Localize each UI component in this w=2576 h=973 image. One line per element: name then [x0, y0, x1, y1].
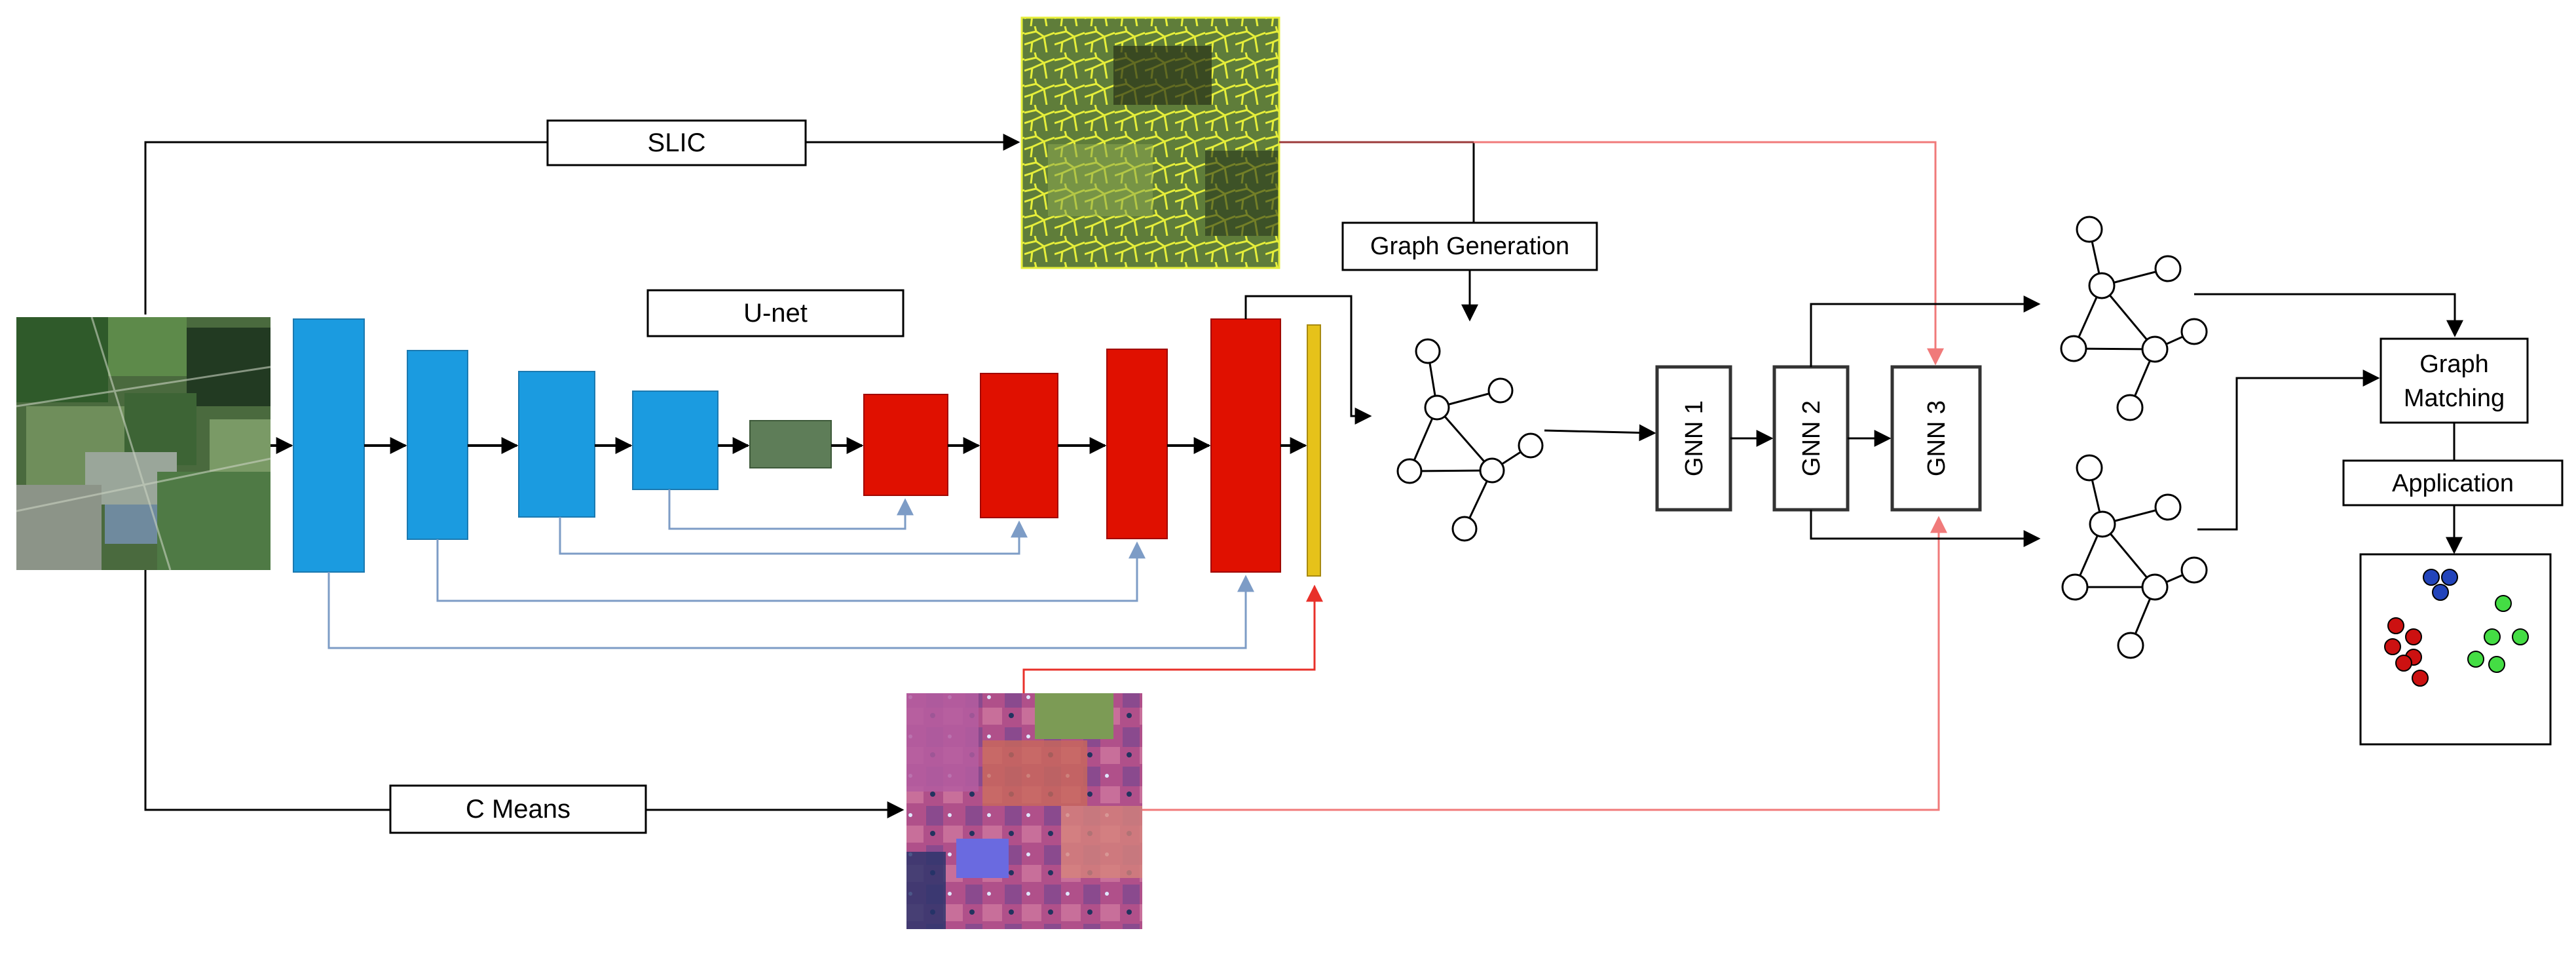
encoder-block-4	[632, 391, 719, 490]
top-graph-to-matching-arrow	[2194, 293, 2463, 337]
red-cluster-dot	[2412, 670, 2429, 687]
green-cluster-dot	[2495, 595, 2512, 612]
gnn3-box	[1890, 365, 1982, 512]
gnn2-to-top-graph-arrow	[1810, 296, 2041, 367]
red-cluster-dot	[2387, 617, 2404, 634]
cmeans-arrow	[144, 570, 905, 818]
unet-label: U-net	[743, 299, 808, 328]
bottom-output-graph-icon	[2061, 454, 2208, 659]
encoder-block-3	[518, 371, 595, 518]
green-cluster-dot	[2484, 628, 2501, 645]
slic-arrow	[144, 134, 1020, 315]
green-cluster-dot	[2467, 651, 2484, 668]
bottleneck-block	[749, 420, 832, 468]
encoder-block-1	[293, 318, 365, 573]
slic-label: SLIC	[648, 128, 706, 157]
gnn1-label: GNN 1	[1681, 400, 1708, 476]
application-box	[2342, 459, 2564, 506]
cmeans-label: C Means	[466, 795, 570, 824]
decoder-block-3	[1106, 349, 1168, 539]
graph-matching-label-line2: Matching	[2404, 385, 2505, 412]
encoder-block-2	[407, 350, 468, 540]
graph-generation-box	[1341, 221, 1598, 271]
decoder-block-4	[1210, 318, 1281, 573]
blue-cluster-dot	[2441, 569, 2458, 586]
slic-label-box	[546, 119, 807, 166]
unet-skip-connections	[327, 489, 1254, 649]
red-cluster-dot	[2395, 655, 2412, 672]
green-cluster-dot	[2512, 628, 2529, 645]
graph-generation-label: Graph Generation	[1370, 233, 1569, 260]
blue-cluster-dot	[2432, 584, 2449, 601]
gnn1-box	[1655, 365, 1732, 512]
graph-to-gnn1-arrow	[1544, 424, 1656, 442]
gnn3-label: GNN 3	[1923, 400, 1951, 476]
red-cluster-dot	[2384, 638, 2401, 655]
decoder-block-2	[980, 373, 1058, 518]
cmeans-to-output-map-link	[1022, 584, 1323, 693]
slic-to-gnn3-link	[1474, 141, 1944, 366]
application-label: Application	[2392, 470, 2514, 497]
slic-output-image	[1020, 16, 1280, 269]
cmeans-to-gnn3-link	[1142, 516, 1947, 811]
cmeans-output-image	[906, 693, 1142, 929]
output-map-block	[1307, 324, 1321, 577]
green-cluster-dot	[2488, 656, 2505, 673]
slic-to-graph-generation-line	[1279, 141, 1475, 223]
top-output-graph-icon	[2060, 216, 2208, 421]
bottom-graph-to-matching-arrow	[2197, 370, 2380, 531]
unet-label-box	[646, 289, 905, 337]
red-cluster-dot	[2405, 628, 2422, 645]
gnn2-to-bottom-graph-arrow	[1810, 510, 2041, 547]
decoder-block-1	[863, 394, 948, 496]
clustering-dots	[2384, 569, 2529, 687]
graph-matching-label-line1: Graph	[2419, 351, 2489, 378]
generated-graph-icon	[1396, 338, 1544, 542]
blue-cluster-dot	[2423, 569, 2440, 586]
cmeans-label-box	[389, 784, 647, 834]
gnn2-label: GNN 2	[1798, 400, 1825, 476]
input-satellite-image	[16, 316, 271, 571]
unet-to-graph-arrow	[1244, 295, 1372, 425]
